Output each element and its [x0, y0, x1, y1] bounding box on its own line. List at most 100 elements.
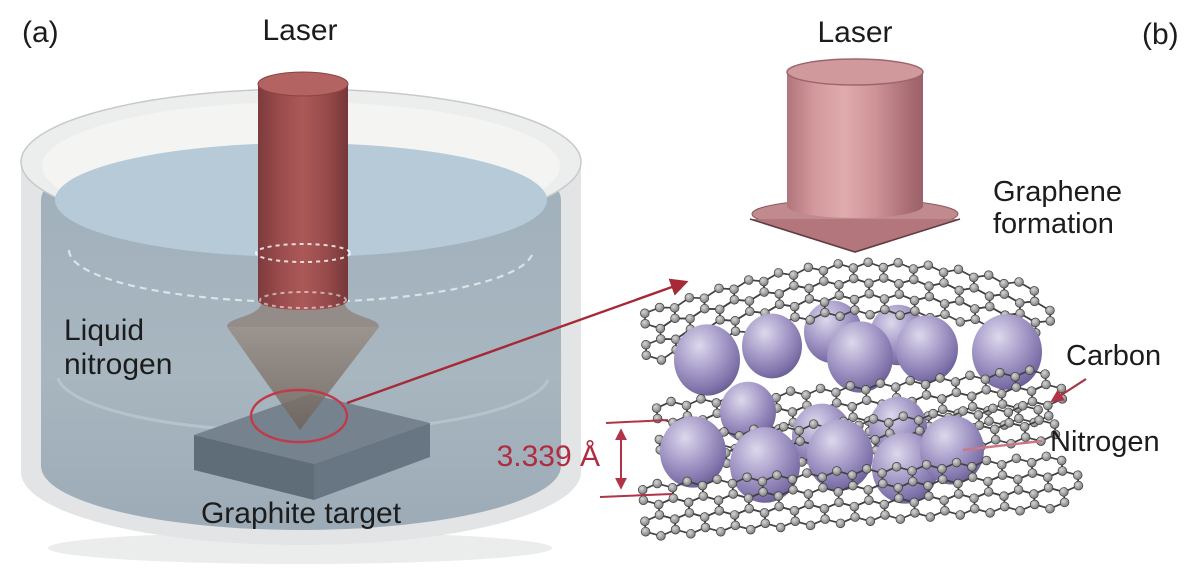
carbon-atom: [894, 289, 905, 299]
carbon-atom: [974, 420, 985, 431]
carbon-atom: [801, 390, 811, 400]
carbon-atom: [865, 516, 876, 526]
carbon-atom: [939, 495, 949, 506]
carbon-atom: [849, 501, 860, 512]
nitrogen-molecule: [807, 419, 873, 491]
carbon-atom: [712, 474, 722, 485]
carbon-atom: [787, 474, 798, 485]
carbon-atom: [920, 379, 931, 390]
carbon-atom: [1019, 421, 1030, 432]
carbon-atom: [640, 319, 650, 329]
carbon-atom: [1026, 457, 1037, 468]
carbon-atom: [1004, 418, 1015, 428]
carbon-atom: [997, 459, 1007, 470]
carbon-atom: [955, 510, 965, 520]
carbon-atom: [1011, 382, 1021, 392]
carbon-atom: [878, 478, 888, 489]
laser-arrow-b: [749, 58, 961, 253]
carbon-atom: [928, 408, 938, 419]
carbon-atom: [907, 476, 918, 487]
carbon-atom: [997, 399, 1008, 409]
carbon-atom: [789, 280, 799, 291]
carbon-atom: [997, 470, 1008, 480]
carbon-atom: [684, 292, 695, 303]
carbon-atom: [655, 334, 666, 344]
carbon-label: Carbon: [1066, 340, 1162, 372]
carbon-atom: [637, 485, 648, 495]
carbon-atom: [654, 302, 665, 313]
carbon-atom: [817, 472, 827, 483]
carbon-atom: [940, 506, 950, 516]
carbon-atom: [850, 512, 860, 522]
laser-beam-a: [255, 71, 351, 310]
carbon-atom: [698, 491, 709, 501]
carbon-atom: [778, 421, 789, 432]
carbon-atom: [833, 259, 843, 269]
carbon-atom: [937, 474, 948, 485]
nitrogen-molecule: [674, 324, 740, 396]
carbon-atom: [990, 424, 1000, 435]
carbon-atom: [834, 280, 844, 290]
carbon-atom: [1029, 286, 1040, 296]
carbon-atom: [832, 466, 842, 476]
carbon-atom: [772, 470, 782, 480]
carbon-atom: [820, 307, 830, 318]
carbon-atom: [848, 480, 858, 491]
carbon-atom: [1056, 455, 1067, 466]
carbon-atom: [744, 296, 755, 306]
carbon-atom: [818, 482, 828, 493]
carbon-atom: [983, 270, 994, 280]
carbon-atom: [730, 520, 741, 531]
carbon-atom: [848, 263, 859, 273]
carbon-atom: [1044, 411, 1054, 421]
carbon-atom: [805, 520, 816, 531]
carbon-atom: [774, 299, 785, 310]
carbon-atom: [666, 396, 676, 407]
carbon-atom: [1072, 470, 1083, 480]
carbon-atom: [909, 274, 919, 285]
carbon-atom: [863, 485, 873, 495]
carbon-atom: [1027, 396, 1038, 407]
carbon-atom: [893, 257, 903, 268]
carbon-atom: [970, 314, 980, 325]
carbon-atom: [641, 340, 651, 350]
carbon-atom: [909, 497, 919, 508]
carbon-atom: [864, 288, 875, 299]
carbon-atom: [790, 312, 800, 322]
carbon-atom: [1026, 386, 1037, 396]
carbon-atom: [1020, 432, 1031, 442]
carbon-atom: [775, 522, 786, 533]
carbon-atom: [729, 295, 740, 305]
carbon-atom: [760, 518, 771, 529]
carbon-atom: [805, 315, 815, 325]
carbon-atom: [670, 514, 680, 524]
nitrogen-molecule: [742, 313, 802, 379]
carbon-atom: [834, 290, 845, 301]
carbon-atom: [789, 301, 800, 312]
carbon-atom: [893, 482, 903, 493]
panel-b-tag: (b): [1142, 18, 1179, 51]
carbon-atom: [652, 413, 663, 424]
carbon-atom: [641, 350, 652, 361]
carbon-atom: [651, 403, 662, 413]
carbon-atom: [1043, 472, 1053, 483]
carbon-atom: [656, 531, 666, 541]
carbon-atom: [879, 499, 890, 510]
carbon-atom: [819, 276, 829, 286]
carbon-atom: [831, 387, 841, 398]
carbon-atom: [967, 402, 978, 412]
carbon-atom: [863, 257, 873, 268]
carbon-atom: [686, 529, 696, 539]
carbon-atom: [833, 487, 844, 497]
carbon-atom: [967, 391, 977, 402]
carbon-atom: [640, 526, 651, 537]
carbon-atom: [667, 482, 678, 493]
carbon-atom: [697, 480, 708, 491]
graphene-formation-label: Graphene formation: [993, 176, 1122, 241]
carbon-atom: [730, 326, 741, 336]
nitrogen-molecule: [972, 314, 1042, 390]
carbon-atom: [925, 512, 936, 522]
carbon-atom: [877, 468, 887, 478]
